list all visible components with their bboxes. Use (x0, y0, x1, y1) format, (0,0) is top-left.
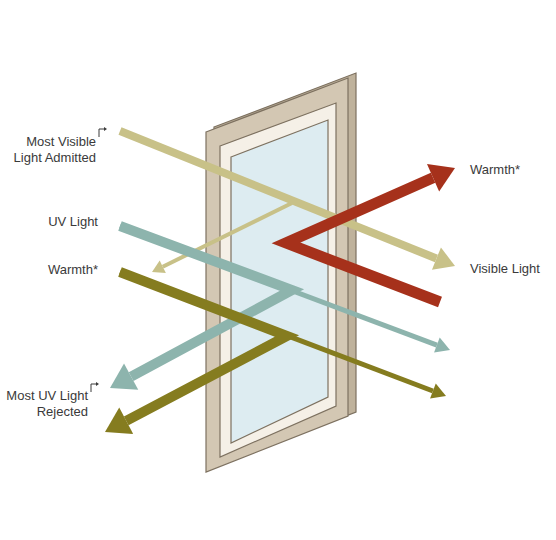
callout-mark-head (96, 382, 99, 386)
arrow-label: Visible Light (470, 261, 554, 277)
warmth-retained-arrow-shaft (286, 178, 440, 302)
arrow-label: Warmth* (470, 162, 554, 178)
callout-mark-head (104, 127, 107, 131)
uv-through-arrow-head (434, 338, 450, 353)
arrow-label: UV Light (2, 214, 98, 230)
warmth-through-arrow-head (430, 384, 446, 399)
reflected-visible-arrow-head (152, 260, 166, 273)
arrow-label: Warmth* (2, 262, 98, 278)
warmth-rejected-arrow-head (105, 408, 133, 435)
warmth-rejected-arrow-shaft (120, 272, 287, 421)
reflected-visible-arrow-shaft (163, 203, 292, 267)
uv-rejected-arrow-head (110, 363, 138, 389)
window-frame (206, 78, 348, 472)
arrow-label: Most UV Light Rejected (2, 388, 88, 420)
arrow-label: Most Visible Light Admitted (2, 134, 96, 166)
warmth-retained-arrow-head (427, 164, 455, 191)
visible-light-arrow-head (432, 247, 455, 269)
